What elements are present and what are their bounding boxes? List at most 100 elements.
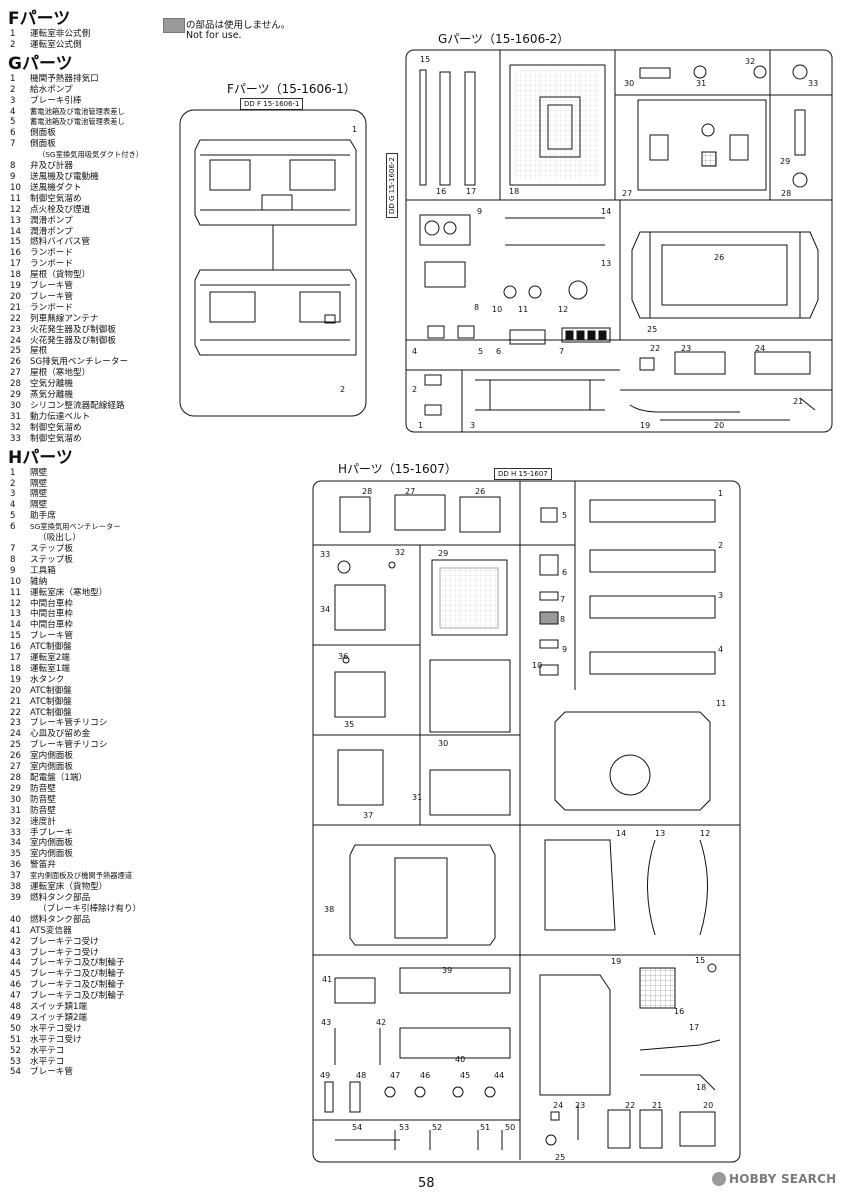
legend-item-label: 助手席 [30, 511, 56, 522]
part-h44-49-brake-levers [324, 1081, 496, 1113]
part-h10-storage [539, 664, 559, 676]
part-number-g-1: 1 [418, 421, 423, 430]
legend-item-number: 12 [10, 204, 21, 215]
legend-item-number: 38 [10, 882, 21, 893]
part-f1-cab-side [194, 139, 357, 226]
legend-item-number: 21 [10, 302, 21, 313]
legend-item-number: 45 [10, 969, 21, 980]
runner-h-title: Hパーツ（15-1607） [338, 462, 457, 476]
legend-item-label: ステップ板 [30, 543, 73, 554]
legend-item-number: 27 [10, 368, 21, 379]
legend-item-label: 室内側面板 [30, 838, 73, 849]
part-h11-cab-floor [554, 711, 711, 811]
runner-g [405, 49, 833, 433]
legend-item-number: 33 [10, 433, 21, 444]
legend-item-label: ブレーキ管チリコシ [30, 718, 108, 729]
part-number-h-50: 50 [505, 1123, 515, 1132]
legend-item-label: 側面板 [30, 128, 56, 139]
part-number-h-53: 53 [399, 1123, 409, 1132]
part-g29 [794, 109, 806, 156]
part-number-h-36: 36 [338, 652, 348, 661]
part-number-g-28: 28 [781, 189, 791, 198]
legend-item-label: ブレーキ引棒 [30, 95, 82, 106]
part-number-h-40: 40 [455, 1055, 465, 1064]
legend-item-label: 潤滑ポンプ [30, 215, 73, 226]
part-g19-brake-pipe [629, 404, 740, 413]
legend-item-label: 警笛弁 [30, 860, 56, 871]
legend-g-item: 6 側面板 [8, 128, 158, 139]
part-number-g-21: 21 [793, 397, 803, 406]
legend-h-item: （吸出し） [8, 533, 158, 544]
part-number-g-19: 19 [640, 421, 650, 430]
part-h6-ventilator [539, 554, 559, 576]
part-h25-strainer [545, 1134, 557, 1146]
legend-item-label: ブレーキテコ及び制輪子 [30, 980, 125, 991]
legend-item-number: 6 [10, 128, 16, 139]
legend-item-label: 配電盤（1端） [30, 773, 88, 783]
legend-item-label: 屋根（貨物型） [30, 270, 91, 281]
part-number-h-49: 49 [320, 1071, 330, 1080]
part-h1-bulkhead [589, 499, 716, 523]
legend-item-label: 室内側面板及び機関予熱器煙道 [30, 871, 133, 881]
part-h39-fuel-tank [399, 967, 511, 994]
legend-item-number: 53 [10, 1056, 21, 1067]
legend-item-number: 40 [10, 914, 21, 925]
part-h29-soundproof-wall [431, 559, 508, 636]
part-h30-soundproof-wall [429, 659, 511, 733]
legend-item-label: （吸出し） [38, 533, 81, 544]
legend-item-number: 19 [10, 674, 21, 685]
part-h17-cab-end [639, 1039, 721, 1051]
legend-item-number: 26 [10, 357, 21, 368]
part-number-h-37: 37 [363, 811, 373, 820]
part-number-h-13: 13 [655, 829, 665, 838]
part-number-h-27: 27 [405, 487, 415, 496]
part-h41-ats [334, 977, 376, 1004]
legend-item-label: 防音壁 [30, 794, 56, 805]
legend-item-label: 燃料タンク部品 [30, 914, 91, 925]
part-number-g-32: 32 [745, 57, 755, 66]
legend-f-title: Fパーツ [8, 9, 71, 29]
legend-item-label: ブレーキ管 [30, 631, 73, 642]
part-h5-seat [540, 507, 558, 523]
part-number-h-6: 6 [562, 568, 567, 577]
runner-f [179, 109, 367, 417]
legend-item-label: 給水ポンプ [30, 84, 73, 95]
legend-item-number: 21 [10, 696, 21, 707]
legend-item-number: 9 [10, 565, 16, 576]
legend-item-number: 15 [10, 631, 21, 642]
part-number-h-25: 25 [555, 1153, 565, 1162]
part-g10-duct [503, 285, 517, 299]
legend-item-label: ATC制御盤 [30, 696, 72, 707]
part-g25-roof [631, 231, 819, 319]
legend-item-label: 送風機ダクト [30, 182, 82, 193]
legend-item-number: 29 [10, 390, 21, 401]
part-number-g-26: 26 [714, 253, 724, 262]
legend-item-number: 33 [10, 827, 21, 838]
legend-item-number: 23 [10, 324, 21, 335]
legend-item-label: ATS変信器 [30, 925, 72, 936]
part-number-g-33: 33 [808, 79, 818, 88]
part-number-h-31: 31 [412, 793, 422, 802]
legend-item-number: 1 [10, 29, 16, 39]
part-g6-side-panel [509, 329, 546, 345]
legend-item-label: 水平テコ [30, 1045, 65, 1056]
